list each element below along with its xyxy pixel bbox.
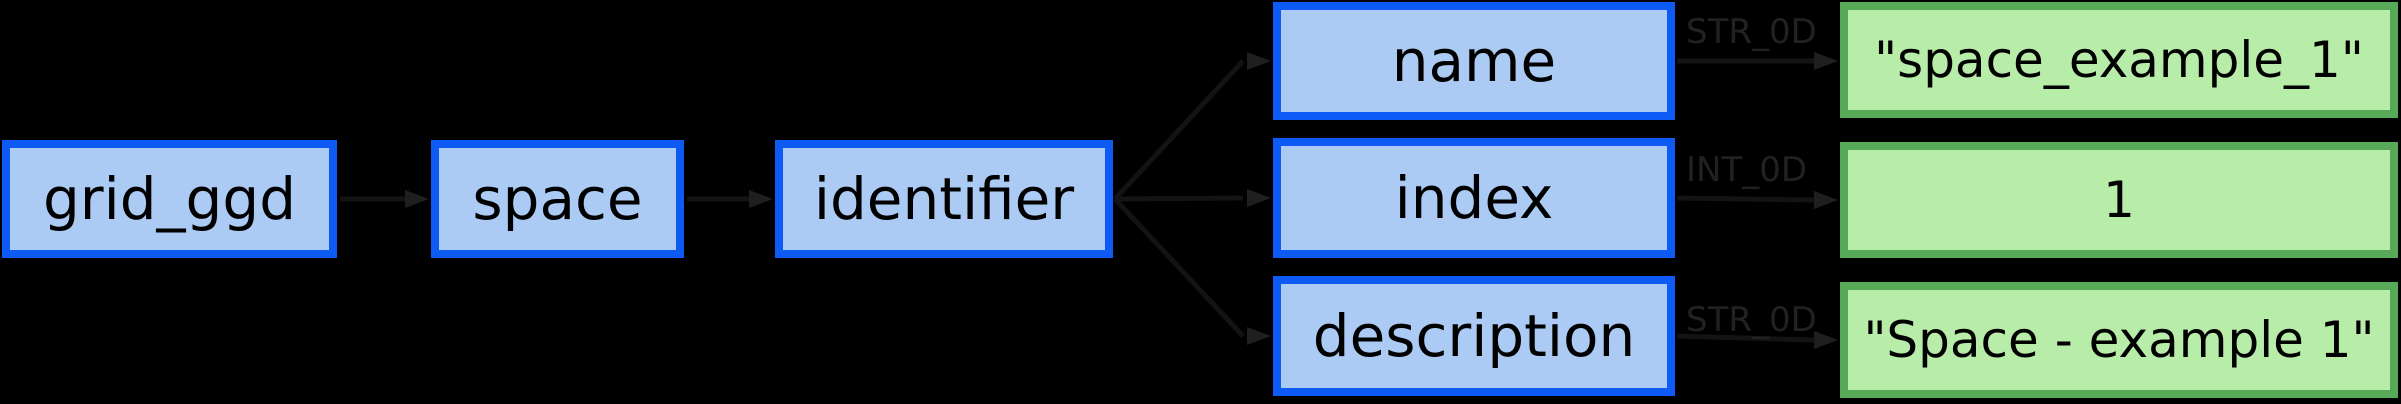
node-identifier: identifier <box>775 140 1113 258</box>
value-box-name: "space_example_1" <box>1840 2 2398 118</box>
arrowhead-icon <box>405 190 429 208</box>
type-label-name: STR_0D <box>1686 12 1817 52</box>
arrowhead-icon <box>1247 327 1271 345</box>
node-attr-index: index <box>1273 138 1675 258</box>
type-label-index: INT_0D <box>1686 150 1808 190</box>
value-box-description: "Space - example 1" <box>1840 282 2398 398</box>
arrowhead-icon <box>749 190 773 208</box>
edge-identifier-to-name <box>1113 59 1245 201</box>
arrowhead-icon <box>1814 191 1838 209</box>
arrowhead-icon <box>1814 52 1838 70</box>
arrowhead-icon <box>1814 331 1838 349</box>
node-attr-description: description <box>1273 276 1675 396</box>
node-space: space <box>431 140 684 258</box>
node-grid-ggd: grid_ggd <box>2 140 337 258</box>
type-label-description: STR_0D <box>1686 300 1817 340</box>
arrowhead-icon <box>1247 52 1271 70</box>
edge-description-to-value <box>1676 333 1815 343</box>
value-box-index: 1 <box>1840 142 2398 258</box>
edge-identifier-to-description <box>1113 197 1245 338</box>
node-attr-name: name <box>1273 2 1675 120</box>
edge-index-to-value <box>1676 195 1815 203</box>
arrowhead-icon <box>1247 189 1271 207</box>
edge-identifier-to-index <box>1114 195 1244 202</box>
